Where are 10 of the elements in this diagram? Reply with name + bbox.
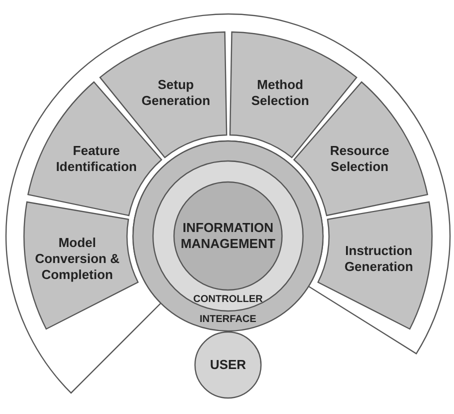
segment-label: Setup Generation xyxy=(140,76,212,109)
segment-label: Feature Identification xyxy=(54,142,138,175)
segment-label: Resource Selection xyxy=(328,142,390,175)
circle-label: INTERFACE xyxy=(198,314,258,326)
segment-label: Instruction Generation xyxy=(343,242,414,275)
segment-label: Model Conversion & Completion xyxy=(34,234,120,283)
circle-label: CONTROLLER xyxy=(192,294,264,306)
circle-label: USER xyxy=(208,357,248,373)
circle-label: INFORMATION MANAGEMENT xyxy=(180,220,276,252)
segment-label: Method Selection xyxy=(250,76,310,109)
